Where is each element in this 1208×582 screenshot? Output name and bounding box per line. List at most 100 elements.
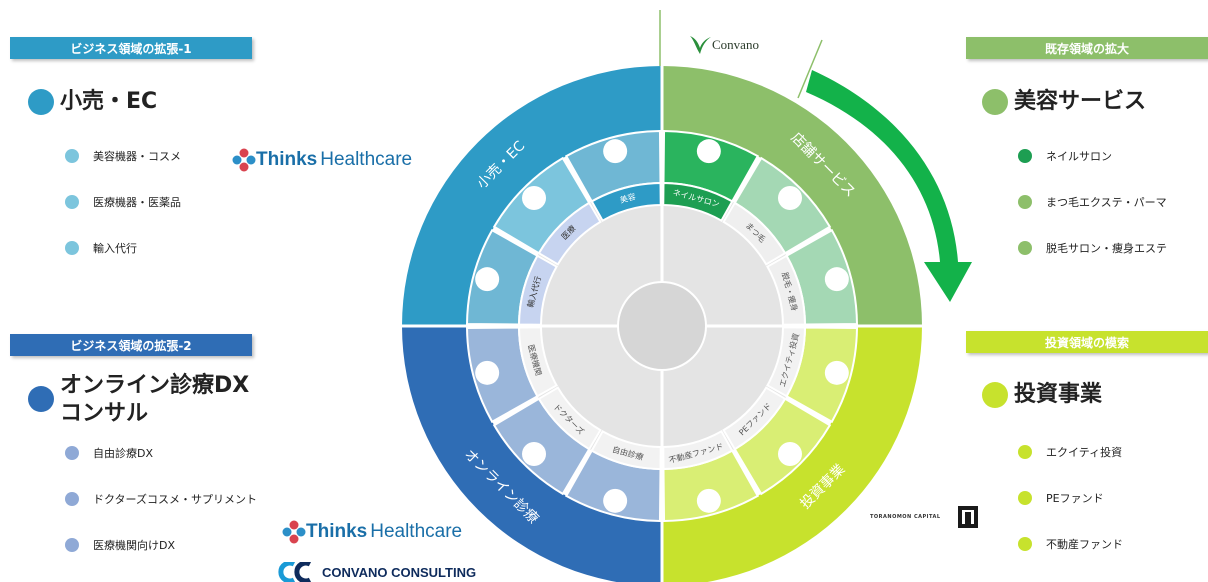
outer-ring-label: オンライン診療 (461, 446, 542, 527)
online-segment (466, 326, 539, 424)
online-section-tag: ビジネス領域の拡張-2 (10, 334, 252, 356)
online-inner-band (537, 386, 602, 451)
list-item: まつ毛エクステ・パーマ (1018, 190, 1167, 214)
list-item: 美容機器・コスメ (65, 144, 181, 168)
online-section-title: オンライン診療DX コンサル (28, 372, 249, 428)
wheel-hub (617, 281, 707, 371)
invest-section-title: 投資事業 (982, 381, 1102, 409)
bullet-icon (65, 538, 79, 552)
toranomon-mark-icon (958, 506, 978, 528)
invest-dot (982, 382, 1008, 408)
segment-dot (603, 139, 628, 164)
list-item: エクイティ投資 (1018, 440, 1123, 464)
segment-dot (603, 488, 628, 513)
segment-dot (824, 267, 849, 292)
inner-segment-label: 医療 (559, 223, 577, 241)
invest-inner-band (662, 430, 734, 471)
segment-dot (475, 360, 500, 385)
thinks-healthcare-logo: Thinks Healthcare (232, 148, 412, 172)
bullet-icon (1018, 445, 1032, 459)
inner-segment-label: 脱毛・痩身 (780, 271, 800, 312)
list-item: 医療機器・医薬品 (65, 190, 181, 214)
outer-ring-label: 投資事業 (797, 461, 848, 512)
segment-dot (777, 186, 802, 211)
beauty-segment (785, 228, 858, 326)
retail-section-tag: ビジネス領域の拡張-1 (10, 37, 252, 59)
thinks-healthcare-logo-2: Thinks Healthcare (282, 520, 462, 544)
online-segment (564, 449, 662, 522)
invest-inner-band (722, 386, 787, 451)
segment-dot (522, 186, 547, 211)
list-item: 脱毛サロン・痩身エステ (1018, 236, 1167, 260)
convano-leaf-icon (690, 36, 711, 54)
toranomon-capital-logo: TORANOMON CAPITAL (870, 514, 941, 520)
bullet-icon (65, 149, 79, 163)
thinks-logo-text: Thinks (256, 149, 318, 170)
inner-segment-label: 医療機関 (526, 343, 544, 376)
retail-items-list: 美容機器・コスメ 医療機器・医薬品 輸入代行 (65, 144, 181, 282)
inner-segment-label: 美容 (619, 191, 637, 205)
inner-segment-label: 不動産ファンド (668, 441, 725, 465)
bullet-icon (1018, 241, 1032, 255)
beauty-segment (662, 130, 760, 203)
inner-segment-label: ドクターズ (552, 402, 587, 437)
convano-logo: Convano (688, 34, 759, 56)
beauty-title-text: 美容サービス (1014, 89, 1147, 114)
bullet-icon (1018, 537, 1032, 551)
retail-segment (466, 228, 539, 326)
online-title-text: オンライン診療DX コンサル (60, 373, 250, 426)
retail-inner-band (537, 201, 602, 266)
retail-segment (564, 130, 662, 203)
bullet-icon (65, 446, 79, 460)
retail-inner-band (590, 181, 662, 222)
accent-line (797, 39, 823, 99)
beauty-inner-band (766, 254, 807, 326)
thinks-cross-icon (232, 148, 256, 172)
invest-items-list: エクイティ投資 PEファンド 不動産ファンド (1018, 440, 1123, 578)
retail-outer-ring (402, 66, 662, 326)
online-items-list: 自由診療DX ドクターズコスメ・サプリメント 医療機関向けDX (65, 441, 257, 579)
bullet-icon (65, 195, 79, 209)
inner-segment-label: エクイティ投資 (777, 332, 801, 388)
segment-dot (824, 360, 849, 385)
online-segment (492, 397, 591, 496)
bullet-icon (65, 492, 79, 506)
convano-consulting-text: CONVANO CONSULTING (322, 564, 477, 580)
beauty-inner-band (662, 181, 734, 222)
online-inner-band (590, 430, 662, 471)
bullet-icon (1018, 149, 1032, 163)
inner-segment-label: ネイルサロン (672, 188, 721, 209)
retail-section-title: 小売・EC (28, 88, 157, 116)
healthcare-logo-text: Healthcare (320, 149, 413, 170)
invest-segment (785, 326, 858, 424)
retail-inner-band (517, 254, 558, 326)
list-item: 医療機関向けDX (65, 533, 257, 557)
thinks-logo-text: Thinks (306, 521, 368, 542)
beauty-inner-band (722, 201, 787, 266)
toranomon-text: TORANOMON CAPITAL (870, 514, 941, 520)
convano-consulting-logo: CONVANO CONSULTING (278, 562, 476, 582)
online-dot (28, 386, 54, 412)
thinks-cross-icon (282, 520, 306, 544)
segment-dot (777, 441, 802, 466)
list-item: ネイルサロン (1018, 144, 1167, 168)
beauty-segment (733, 156, 832, 255)
beauty-section-title: 美容サービス (982, 88, 1146, 116)
bullet-icon (1018, 195, 1032, 209)
beauty-items-list: ネイルサロン まつ毛エクステ・パーマ 脱毛サロン・痩身エステ (1018, 144, 1167, 282)
expansion-arrow-icon (806, 70, 972, 302)
invest-segment (662, 449, 760, 522)
segment-dot (522, 441, 547, 466)
online-inner-band (517, 326, 558, 398)
invest-title-text: 投資事業 (1014, 382, 1103, 407)
inner-segment-label: PEファンド (737, 401, 773, 437)
wheel-core (519, 183, 805, 469)
beauty-outer-ring (662, 66, 922, 326)
segment-dot (696, 488, 721, 513)
retail-dot (28, 89, 54, 115)
retail-segment (492, 156, 591, 255)
retail-title-text: 小売・EC (60, 89, 158, 114)
segment-dot (696, 139, 721, 164)
list-item: ドクターズコスメ・サプリメント (65, 487, 257, 511)
bullet-icon (65, 241, 79, 255)
